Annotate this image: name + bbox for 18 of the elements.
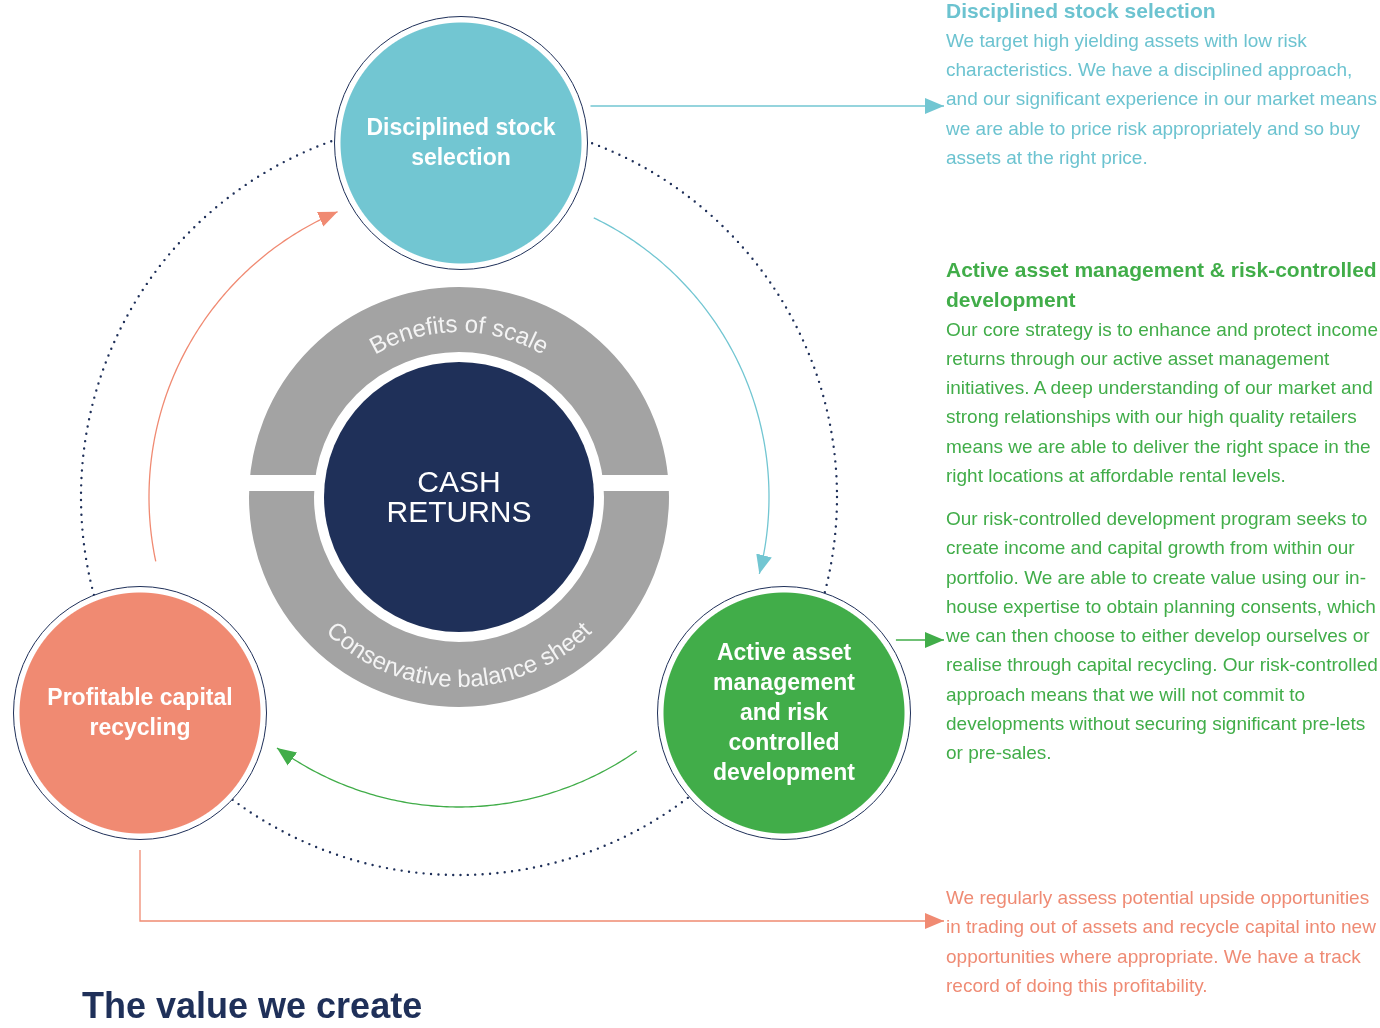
section-heading: Active asset management & risk-controlled development <box>946 257 1378 313</box>
description-text: Our risk-controlled development program seeks to create income and capital growth from within our portfolio. We are able to create value using our in-house expertise to obtain planning consents, which we can then choose to either develop ourselves or realise through capital recycling. Our risk-controlled approach means that we will not commit to developments without securing significant pre-lets or pre-sales. <box>946 507 1379 766</box>
arrow <box>139 849 945 929</box>
description-text: We target high yielding assets with low risk characteristics. We have a disciplined approach, and our significant experience in our market means we are able to price risk appropriately and so buy assets at the right price. <box>946 28 1378 170</box>
arrow <box>589 98 945 114</box>
arrow <box>593 217 772 575</box>
ring-label: Benefits of scale <box>364 309 554 360</box>
section-title: The value we create <box>82 986 423 1026</box>
arrow <box>148 211 339 563</box>
description-text: We regularly assess potential upside opportunities in trading out of assets and recycle capital into new opportunities where appropriate. We have a track record of doing this profitability. <box>946 886 1377 998</box>
circle-label: Profitable capital recycling <box>46 683 234 742</box>
circle-label: Active asset management and risk controlled development <box>712 638 856 787</box>
description-text: Our core strategy is to enhance and protect income returns through our active asset management initiatives. A deep understanding of our market and strong relationships with our high quality retailers means we are able to deliver the right space in the right locations at affordable rental levels. <box>946 317 1379 488</box>
arrow <box>276 747 638 808</box>
center-label: CASH RETURNS <box>385 467 533 527</box>
section-heading: Disciplined stock selection <box>946 0 1217 24</box>
arrow <box>895 632 945 648</box>
circle-label: Disciplined stock selection <box>365 113 557 172</box>
